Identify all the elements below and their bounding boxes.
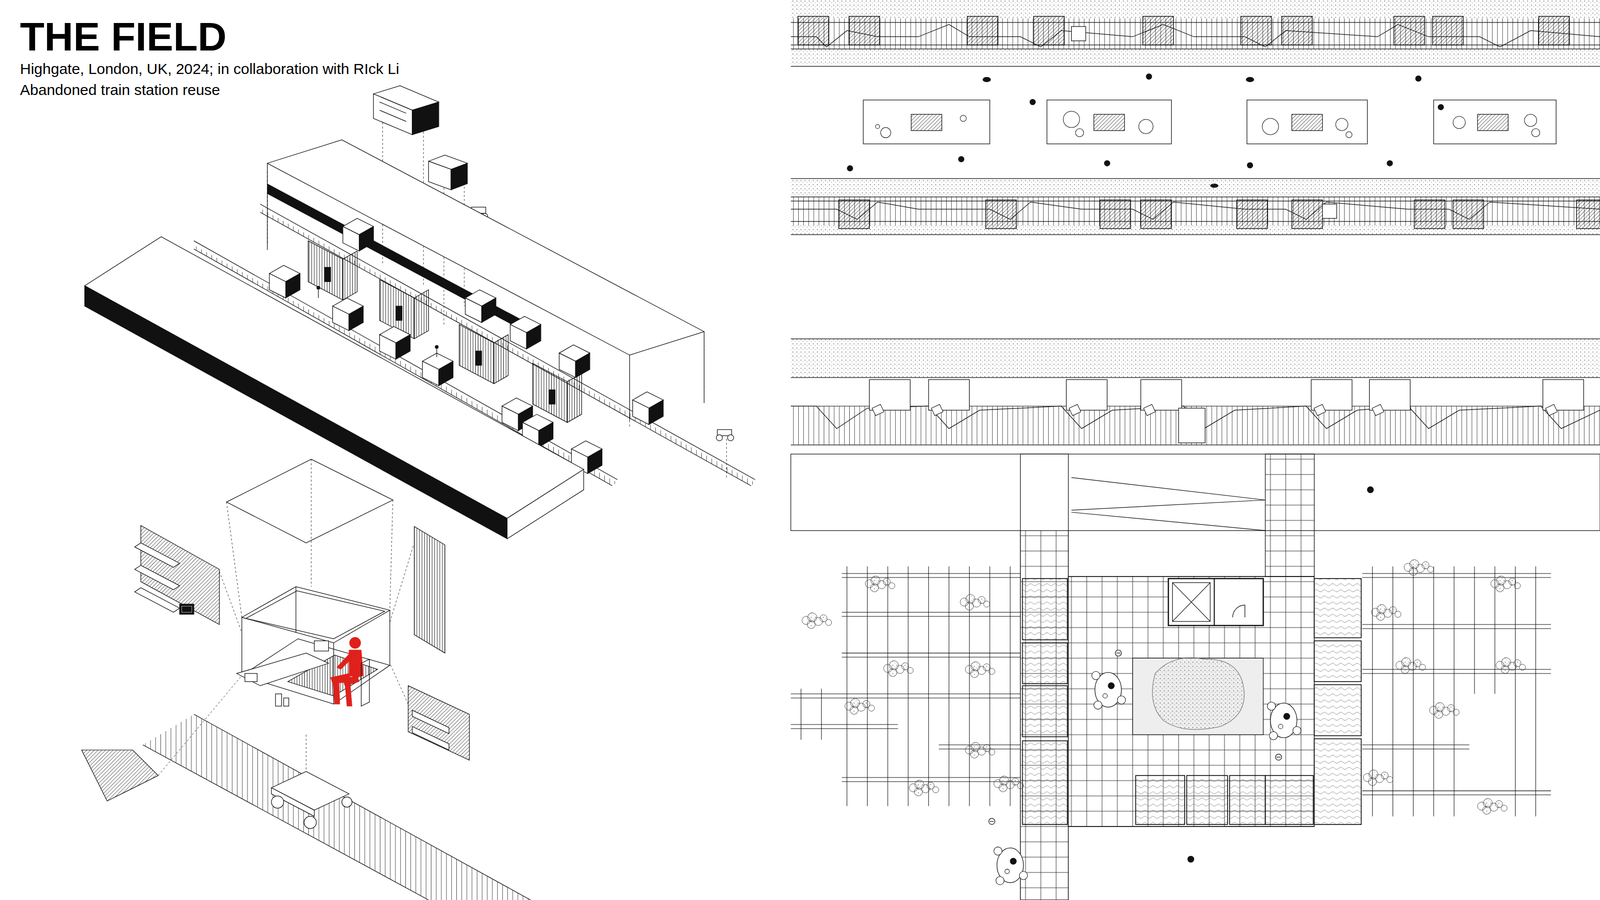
project-subtitle: Abandoned train station reuse: [19, 80, 220, 99]
project-subtitle: Highgate, London, UK, 2024; in collabora…: [19, 59, 400, 78]
drawing-title: THE FIELD: [19, 12, 227, 61]
